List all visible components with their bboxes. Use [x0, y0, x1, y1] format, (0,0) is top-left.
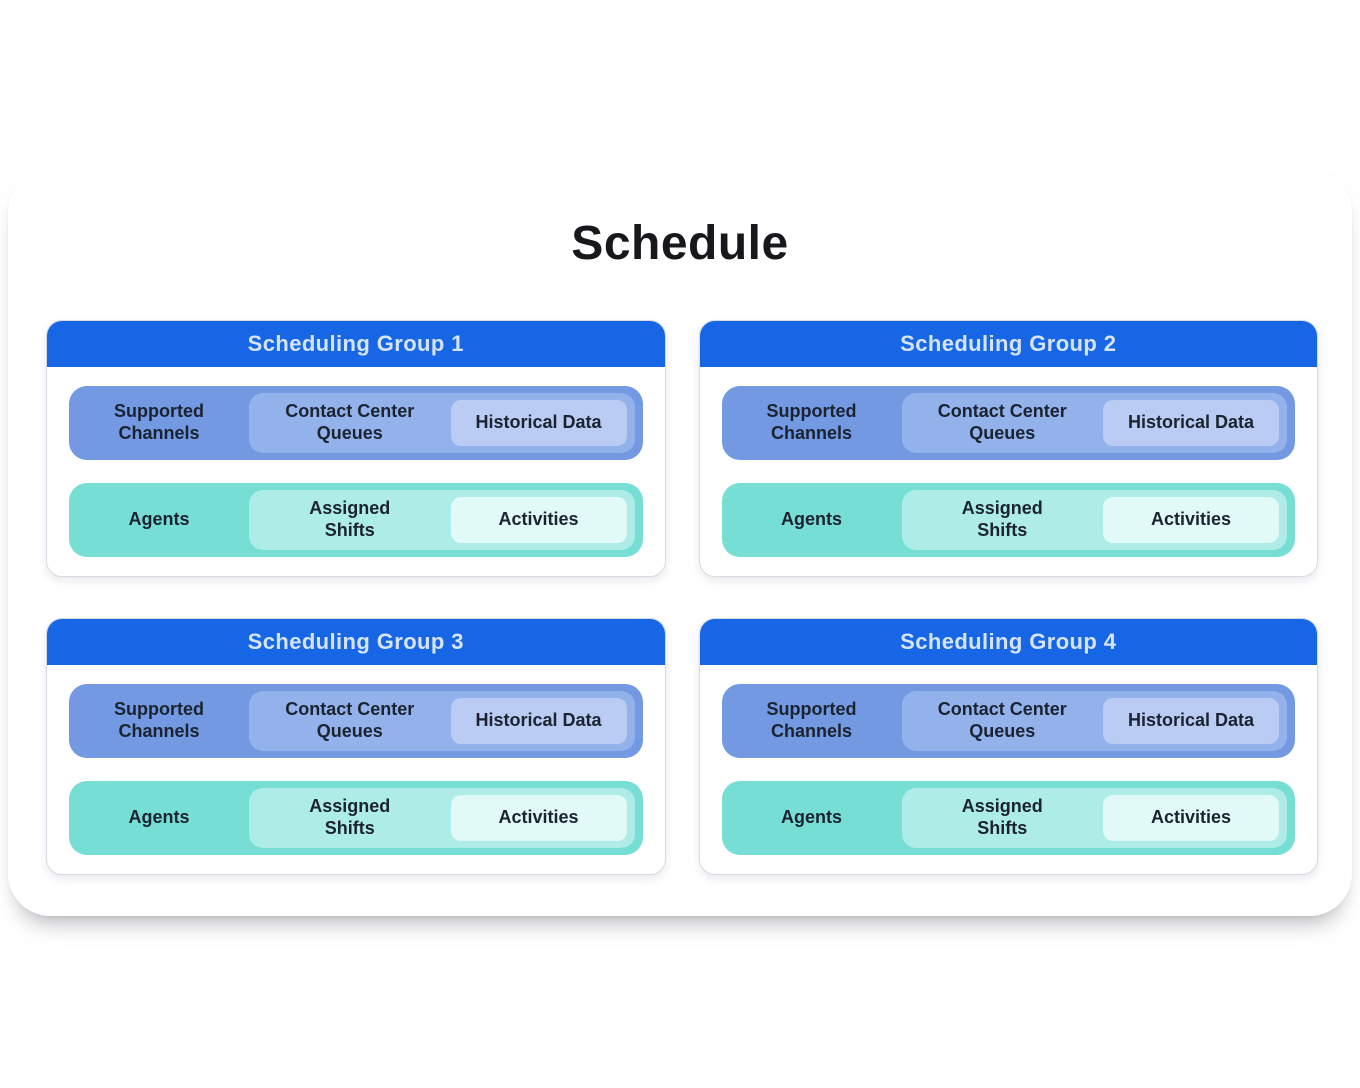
assigned-shifts-zone: Assigned Shifts: [902, 490, 1104, 550]
agents-zone: Agents: [722, 483, 902, 557]
contact-center-queues-zone: Contact Center Queues: [902, 691, 1104, 751]
assigned-shifts-pill: Assigned Shifts Activities: [249, 788, 635, 848]
contact-center-queues-label: Contact Center Queues: [937, 699, 1067, 741]
agents-row: Agents Assigned Shifts Activities: [721, 781, 1295, 855]
contact-center-queues-pill: Contact Center Queues Historical Data: [249, 393, 635, 453]
agents-row: Agents Assigned Shifts Activities: [69, 781, 643, 855]
agents-label: Agents: [780, 807, 842, 828]
card-body: Supported Channels Contact Center Queues…: [47, 665, 665, 874]
activities-pill: Activities: [450, 795, 627, 841]
channels-row: Supported Channels Contact Center Queues…: [69, 386, 643, 460]
contact-center-queues-pill: Contact Center Queues Historical Data: [901, 393, 1287, 453]
assigned-shifts-label: Assigned Shifts: [961, 796, 1043, 838]
activities-label: Activities: [1150, 509, 1232, 530]
activities-pill: Activities: [1103, 497, 1279, 543]
activities-label: Activities: [498, 807, 579, 828]
assigned-shifts-zone: Assigned Shifts: [249, 788, 451, 848]
contact-center-queues-zone: Contact Center Queues: [249, 691, 451, 751]
contact-center-queues-label: Contact Center Queues: [285, 401, 415, 443]
historical-data-label: Historical Data: [1127, 710, 1255, 731]
activities-pill: Activities: [450, 497, 627, 543]
assigned-shifts-pill: Assigned Shifts Activities: [249, 490, 635, 550]
agents-zone: Agents: [69, 781, 249, 855]
agents-label: Agents: [780, 509, 842, 530]
activities-label: Activities: [1150, 807, 1232, 828]
card-header: Scheduling Group 4: [699, 619, 1317, 665]
assigned-shifts-label: Assigned Shifts: [309, 498, 391, 540]
page-title: Schedule: [571, 217, 789, 270]
activities-label: Activities: [498, 509, 579, 530]
historical-data-pill: Historical Data: [450, 698, 627, 744]
card-body: Supported Channels Contact Center Queues…: [47, 367, 665, 576]
contact-center-queues-zone: Contact Center Queues: [902, 393, 1104, 453]
contact-center-queues-zone: Contact Center Queues: [249, 393, 451, 453]
card-title: Scheduling Group 1: [247, 331, 464, 356]
supported-channels-zone: Supported Channels: [722, 386, 902, 460]
card-header: Scheduling Group 3: [47, 619, 665, 665]
historical-data-label: Historical Data: [1127, 412, 1255, 433]
channels-row: Supported Channels Contact Center Queues…: [721, 386, 1295, 460]
scheduling-groups-grid: Scheduling Group 1 Supported Channels Co…: [46, 320, 1318, 875]
supported-channels-label: Supported Channels: [766, 401, 857, 443]
channels-row: Supported Channels Contact Center Queues…: [69, 684, 643, 758]
historical-data-pill: Historical Data: [1103, 698, 1279, 744]
card-body: Supported Channels Contact Center Queues…: [700, 665, 1318, 874]
assigned-shifts-label: Assigned Shifts: [961, 498, 1043, 540]
supported-channels-zone: Supported Channels: [69, 684, 249, 758]
assigned-shifts-zone: Assigned Shifts: [249, 490, 451, 550]
card-title: Scheduling Group 2: [900, 331, 1117, 356]
card-header: Scheduling Group 2: [699, 321, 1317, 367]
card-title: Scheduling Group 4: [900, 629, 1117, 654]
assigned-shifts-zone: Assigned Shifts: [902, 788, 1104, 848]
supported-channels-zone: Supported Channels: [722, 684, 902, 758]
agents-row: Agents Assigned Shifts Activities: [721, 483, 1295, 557]
card-body: Supported Channels Contact Center Queues…: [700, 367, 1318, 576]
contact-center-queues-label: Contact Center Queues: [937, 401, 1067, 443]
supported-channels-zone: Supported Channels: [69, 386, 249, 460]
assigned-shifts-label: Assigned Shifts: [309, 796, 391, 838]
scheduling-group-card-4: Scheduling Group 4 Supported Channels Co…: [698, 618, 1318, 875]
historical-data-label: Historical Data: [475, 710, 602, 731]
agents-zone: Agents: [722, 781, 902, 855]
supported-channels-label: Supported Channels: [766, 699, 857, 741]
historical-data-pill: Historical Data: [1103, 400, 1279, 446]
agents-label: Agents: [128, 509, 190, 530]
assigned-shifts-pill: Assigned Shifts Activities: [901, 788, 1287, 848]
assigned-shifts-pill: Assigned Shifts Activities: [901, 490, 1287, 550]
channels-row: Supported Channels Contact Center Queues…: [721, 684, 1295, 758]
contact-center-queues-label: Contact Center Queues: [285, 699, 415, 741]
scheduling-group-card-2: Scheduling Group 2 Supported Channels Co…: [698, 320, 1318, 577]
card-title: Scheduling Group 3: [247, 629, 464, 654]
historical-data-label: Historical Data: [475, 412, 602, 433]
agents-label: Agents: [128, 807, 190, 828]
scheduling-group-card-1: Scheduling Group 1 Supported Channels Co…: [46, 320, 666, 577]
agents-zone: Agents: [69, 483, 249, 557]
supported-channels-label: Supported Channels: [114, 401, 204, 443]
card-header: Scheduling Group 1: [47, 321, 665, 367]
contact-center-queues-pill: Contact Center Queues Historical Data: [249, 691, 635, 751]
historical-data-pill: Historical Data: [450, 400, 627, 446]
schedule-panel: Schedule Scheduling Group 1 Supported Ch…: [8, 170, 1352, 916]
scheduling-group-card-3: Scheduling Group 3 Supported Channels Co…: [46, 618, 666, 875]
activities-pill: Activities: [1103, 795, 1279, 841]
contact-center-queues-pill: Contact Center Queues Historical Data: [901, 691, 1287, 751]
agents-row: Agents Assigned Shifts Activities: [69, 483, 643, 557]
supported-channels-label: Supported Channels: [114, 699, 204, 741]
